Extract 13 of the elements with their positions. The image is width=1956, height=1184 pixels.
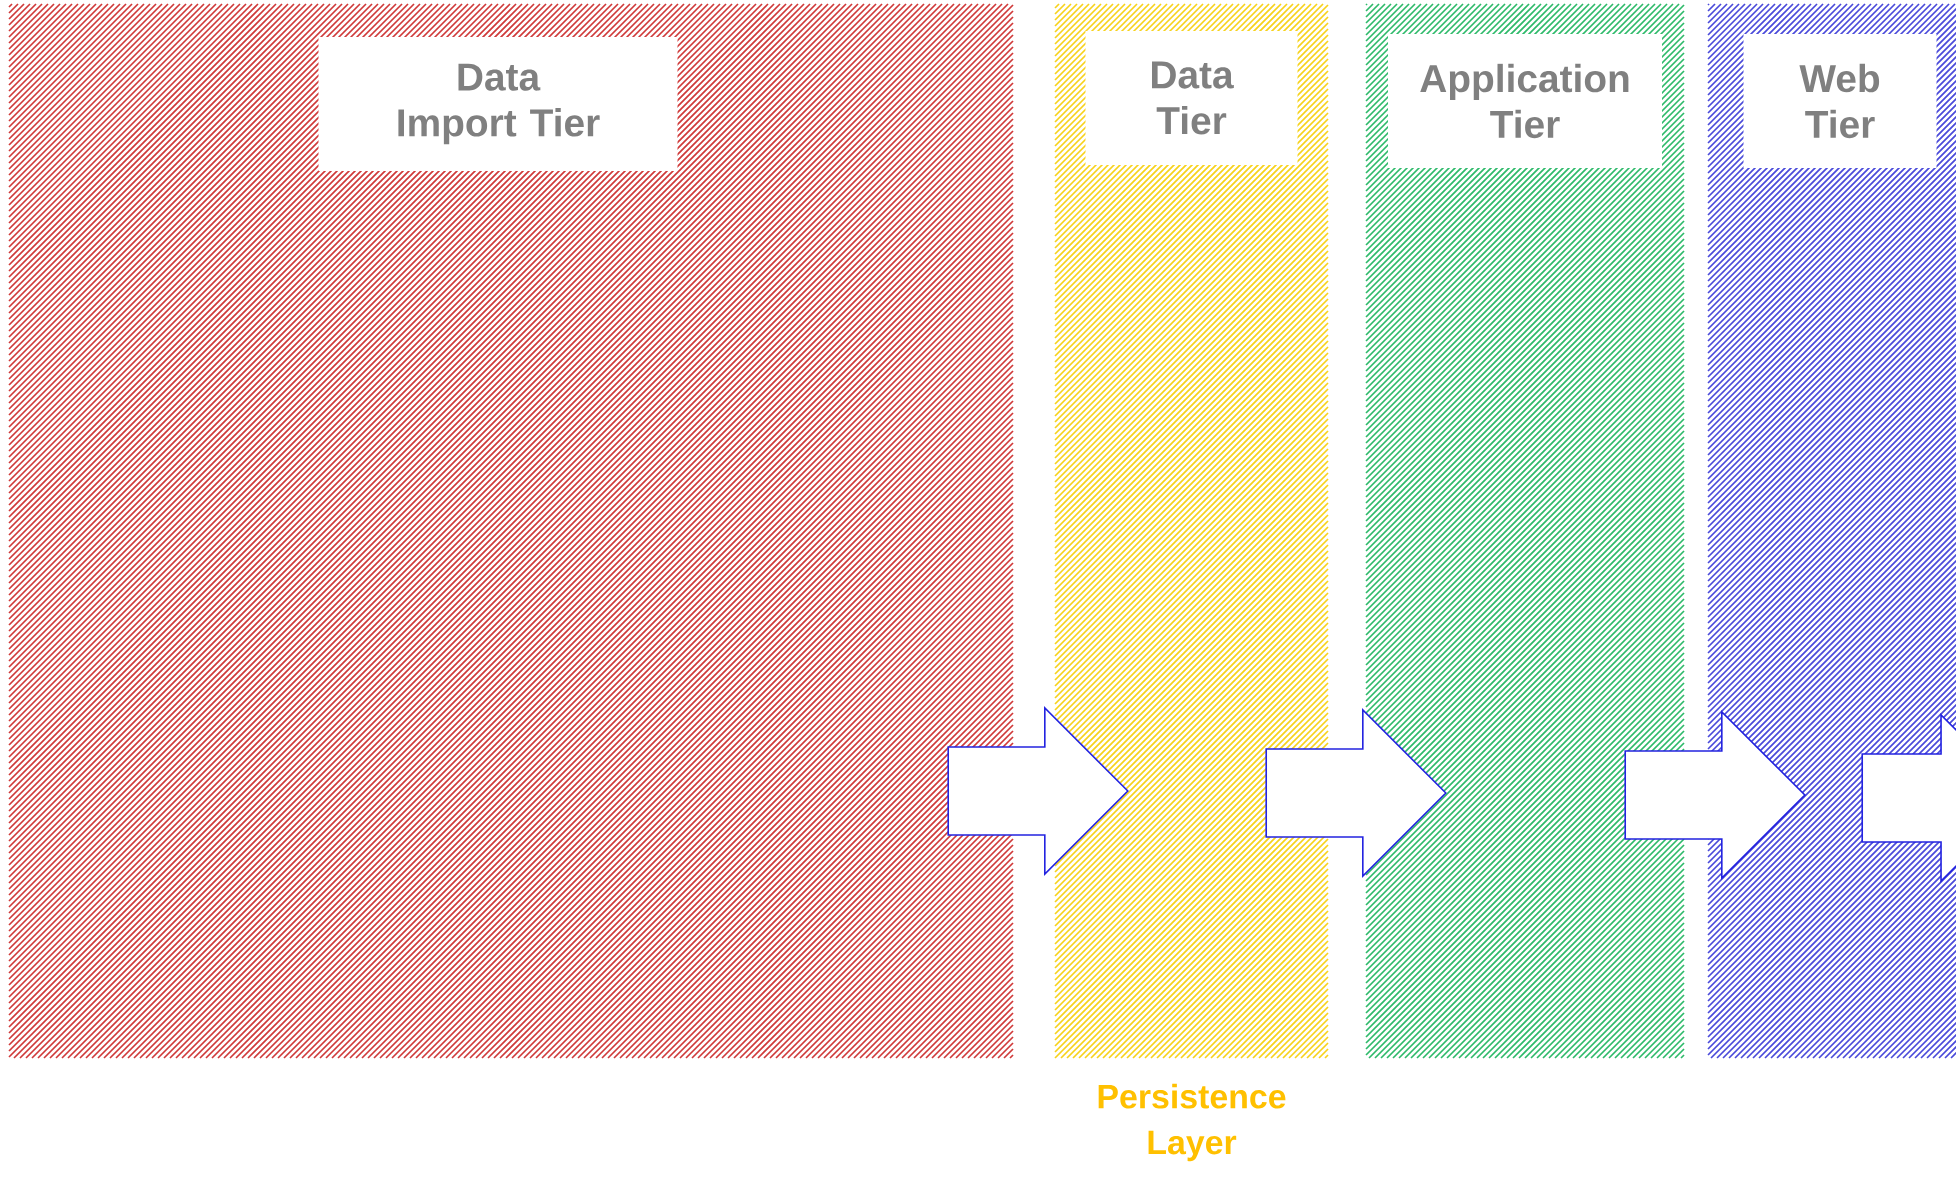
block-arrow [1861, 713, 1956, 883]
node-label: Data Import Tier [398, 63, 600, 145]
block-arrow [1265, 708, 1447, 878]
tier-column: Application Tier [1365, 3, 1685, 1059]
node-label: Application Tier [1420, 63, 1629, 139]
block-arrow [947, 706, 1129, 876]
tier-column: Data Import Tier [8, 3, 1014, 1059]
tier-column: Web Tier [1707, 3, 1956, 1059]
tier-column: Data Tier [1054, 3, 1329, 1059]
node-label: Web Tier [1799, 63, 1880, 139]
layer-label: Persistence Layer [1098, 1083, 1286, 1162]
node-label: Data Tier [1152, 61, 1234, 135]
block-arrow [1624, 710, 1806, 880]
